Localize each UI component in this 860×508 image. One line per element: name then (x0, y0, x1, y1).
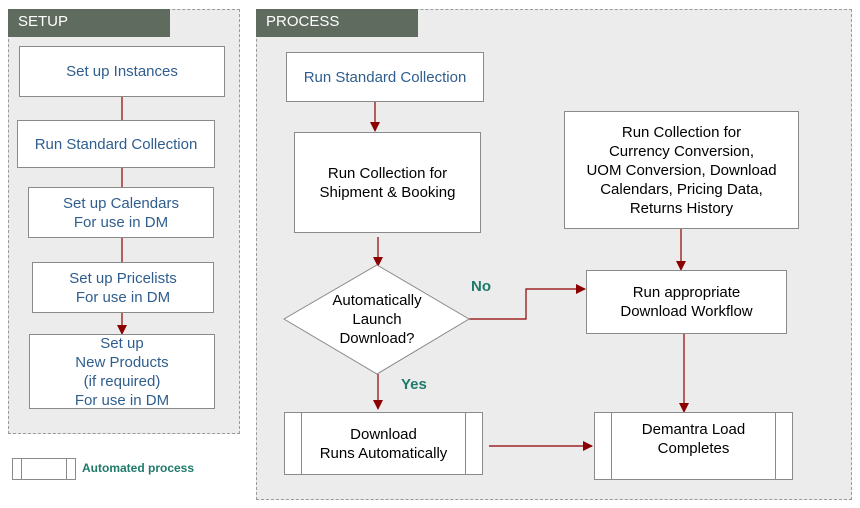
process-run-shipment-box: Run Collection for Shipment & Booking (294, 132, 481, 233)
legend-label: Automated process (82, 461, 195, 475)
decision-label: Automatically Launch Download? (332, 291, 422, 347)
setup-pricelists-box: Set up Pricelists For use in DM (32, 262, 214, 313)
setup-new-products-box: Set up New Products (if required) For us… (29, 334, 215, 409)
setup-calendars-box: Set up Calendars For use in DM (28, 187, 214, 238)
setup-instances-box: Set up Instances (19, 46, 225, 97)
no-label: No (471, 278, 491, 295)
process-run-standard-box: Run Standard Collection (286, 52, 484, 102)
process-run-workflow-box: Run appropriate Download Workflow (586, 270, 787, 334)
process-title: PROCESS (256, 9, 418, 37)
setup-title: SETUP (8, 9, 170, 37)
yes-label: Yes (401, 376, 427, 393)
setup-run-standard-box: Run Standard Collection (17, 120, 215, 168)
decision-diamond (283, 264, 470, 375)
arrow-no-to-workflow (469, 284, 586, 320)
process-run-currency-box: Run Collection for Currency Conversion, … (564, 111, 799, 229)
process-download-auto-box: Download Runs Automatically (284, 412, 483, 475)
legend-automated-icon (12, 458, 76, 480)
process-load-completes-box: Demantra Load Completes (594, 412, 793, 480)
